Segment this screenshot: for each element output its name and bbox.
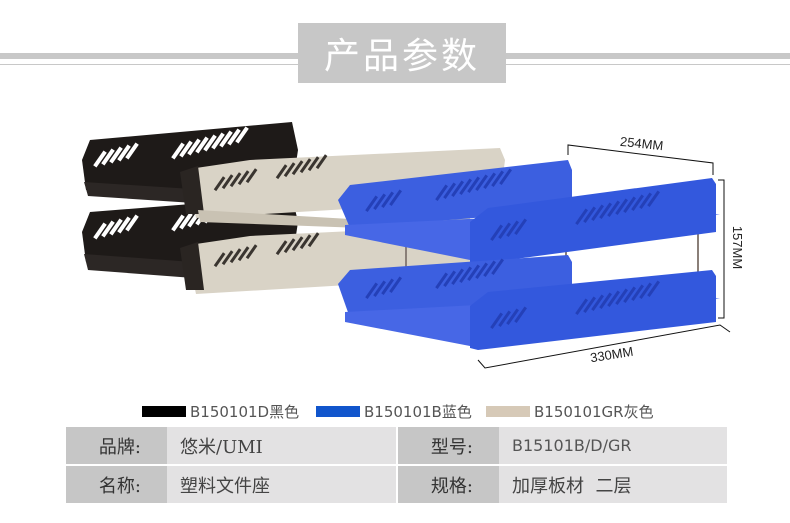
model-label: 型号: bbox=[398, 427, 499, 464]
legend-label: B150101D黑色 bbox=[190, 402, 300, 421]
blue-swatch bbox=[316, 405, 360, 417]
model-value: B15101B/D/GR bbox=[499, 427, 727, 464]
brand-value: 悠米/UMI bbox=[167, 427, 396, 464]
column-separator bbox=[396, 466, 398, 503]
spec-value: 加厚板材 二层 bbox=[499, 466, 727, 503]
name-value: 塑料文件座 bbox=[167, 466, 396, 503]
section-title-box: 产品参数 bbox=[298, 23, 506, 83]
column-separator bbox=[396, 427, 398, 464]
legend-item-black: B150101D黑色 bbox=[142, 400, 299, 422]
black-swatch bbox=[142, 405, 186, 417]
legend-label: B150101B蓝色 bbox=[364, 402, 472, 421]
dimension-lines bbox=[477, 144, 731, 369]
legend-item-blue: B150101B蓝色 bbox=[316, 400, 472, 422]
beige-swatch bbox=[486, 405, 530, 417]
product-image bbox=[82, 122, 731, 369]
blue-tray-group bbox=[338, 160, 720, 350]
spec-label: 规格: bbox=[398, 466, 499, 503]
spec-table: 品牌: 悠米/UMI 型号: B15101B/D/GR 名称: 塑料文件座 规格… bbox=[66, 427, 727, 505]
brand-label: 品牌: bbox=[66, 427, 167, 464]
table-row: 名称: 塑料文件座 规格: 加厚板材 二层 bbox=[66, 466, 727, 503]
name-label: 名称: bbox=[66, 466, 167, 503]
color-legend: B150101D黑色 B150101B蓝色 B150101GR灰色 bbox=[0, 400, 790, 422]
table-row: 品牌: 悠米/UMI 型号: B15101B/D/GR bbox=[66, 427, 727, 464]
legend-label: B150101GR灰色 bbox=[534, 402, 654, 421]
section-title: 产品参数 bbox=[323, 36, 480, 77]
dimension-height-label: 157MM bbox=[730, 225, 746, 270]
legend-item-beige: B150101GR灰色 bbox=[486, 400, 654, 422]
